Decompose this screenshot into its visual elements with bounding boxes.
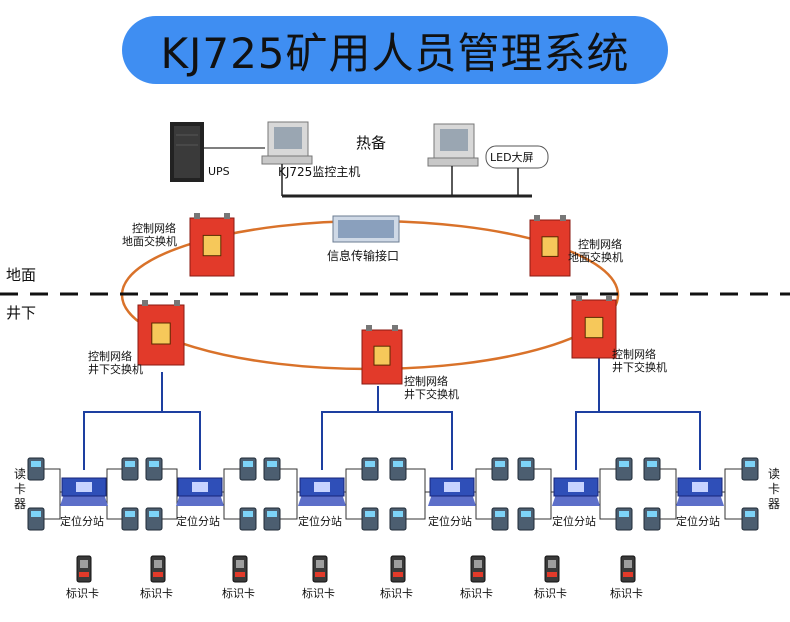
station-label: 定位分站 [176,514,220,528]
card-reader-icon [615,507,633,531]
host-computer-icon [261,121,313,165]
switch-icon [189,213,235,277]
tag-label: 标识卡 [140,586,173,600]
stations-layer: 定位分站 定位分站 定位分站 定位分站 定位分站 定位分站 [60,477,724,528]
ground-label: 地面 [6,266,36,284]
switch-type-label: 地面交换机 [122,234,177,248]
ups-label: UPS [208,165,230,178]
reader-label: 卡 [14,482,26,496]
underground-links [83,356,701,470]
id-tag-icon [470,555,486,583]
led-screen-box [485,145,549,169]
reader-label: 读 [14,467,26,481]
station-icon [676,477,724,506]
station-icon [60,477,108,506]
underground-label: 井下 [6,304,36,322]
switch-type-label: 井下交换机 [612,360,667,374]
station-icon [428,477,476,506]
tag-label: 标识卡 [610,586,643,600]
switch-type-label: 地面交换机 [568,250,623,264]
switch-icon [361,325,403,385]
id-tag-icon [390,555,406,583]
card-reader-icon [615,457,633,481]
card-reader-icon [121,457,139,481]
card-reader-icon [643,507,661,531]
info-interface-label: 信息传输接口 [327,248,399,263]
card-reader-icon [121,507,139,531]
switch-name-label: 控制网络 [88,349,132,363]
switch-icon [571,295,617,359]
card-reader-icon [741,457,759,481]
id-tag-icon [76,555,92,583]
tag-label: 标识卡 [222,586,255,600]
reader-label: 读 [768,467,780,481]
reader-label: 器 [14,497,26,511]
card-reader-icon [741,507,759,531]
station-label: 定位分站 [60,514,104,528]
station-label: 定位分站 [298,514,342,528]
station-icon [298,477,346,506]
title-banner: KJ725矿用人员管理系统 [122,16,668,84]
host-label: KJ725监控主机 [278,165,360,179]
switch-icon [529,215,571,277]
card-reader-icon [145,457,163,481]
tag-label: 标识卡 [534,586,567,600]
card-reader-icon [145,507,163,531]
switch-name-label: 控制网络 [612,347,656,361]
standby-computer-icon [427,123,479,167]
switch-type-label: 井下交换机 [404,387,459,401]
card-reader-icon [643,457,661,481]
tag-label: 标识卡 [460,586,493,600]
hot-standby-label: 热备 [356,134,386,152]
switch-name-label: 控制网络 [578,237,622,251]
card-reader-icon [27,457,45,481]
card-reader-icon [517,457,535,481]
card-reader-icon [263,457,281,481]
station-icon [552,477,600,506]
station-label: 定位分站 [552,514,596,528]
station-label: 定位分站 [676,514,720,528]
switch-icon [137,300,185,366]
id-tag-icon [544,555,560,583]
tags-layer: 标识卡 标识卡 标识卡 标识卡 标识卡 标识卡 标识卡 标识卡 [66,555,643,600]
reader-label: 卡 [768,482,780,496]
card-reader-icon [491,457,509,481]
card-reader-icon [239,457,257,481]
id-tag-icon [150,555,166,583]
tag-label: 标识卡 [380,586,413,600]
reader-label: 器 [768,497,780,511]
switch-name-label: 控制网络 [404,374,448,388]
id-tag-icon [312,555,328,583]
card-reader-icon [361,507,379,531]
tag-label: 标识卡 [66,586,99,600]
info-interface-device-icon [332,215,400,243]
card-reader-icon [361,457,379,481]
card-reader-icon [389,507,407,531]
card-reader-icon [389,457,407,481]
id-tag-icon [620,555,636,583]
switches-layer: 控制网络地面交换机控制网络地面交换机控制网络井下交换机控制网络井下交换机控制网络… [88,213,667,401]
ups-server-icon [170,122,204,182]
card-reader-icon [517,507,535,531]
id-tag-icon [232,555,248,583]
switch-name-label: 控制网络 [132,221,176,235]
station-icon [176,477,224,506]
page-title: KJ725矿用人员管理系统 [160,28,630,78]
led-label: LED大屏 [490,150,534,164]
tag-label: 标识卡 [302,586,335,600]
card-reader-icon [263,507,281,531]
station-label: 定位分站 [428,514,472,528]
card-reader-icon [27,507,45,531]
card-reader-icon [491,507,509,531]
switch-type-label: 井下交换机 [88,362,143,376]
card-reader-icon [239,507,257,531]
